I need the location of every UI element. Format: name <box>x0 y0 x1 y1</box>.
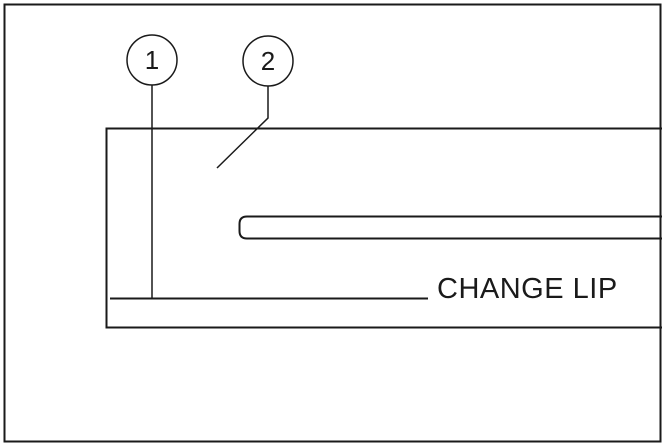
callout-2-leader <box>216 86 269 169</box>
callout-2-circle <box>242 35 294 87</box>
change-lip-label: CHANGE LIP <box>437 273 618 305</box>
callout-2: 2 <box>242 35 294 87</box>
callout-1-circle <box>126 34 178 86</box>
slot-outline <box>238 215 662 240</box>
callout-1-number: 1 <box>145 45 159 75</box>
callout-1: 1 <box>126 34 178 86</box>
panel-outline <box>105 127 662 329</box>
outer-frame <box>3 3 662 443</box>
callout-2-number: 2 <box>261 46 275 76</box>
